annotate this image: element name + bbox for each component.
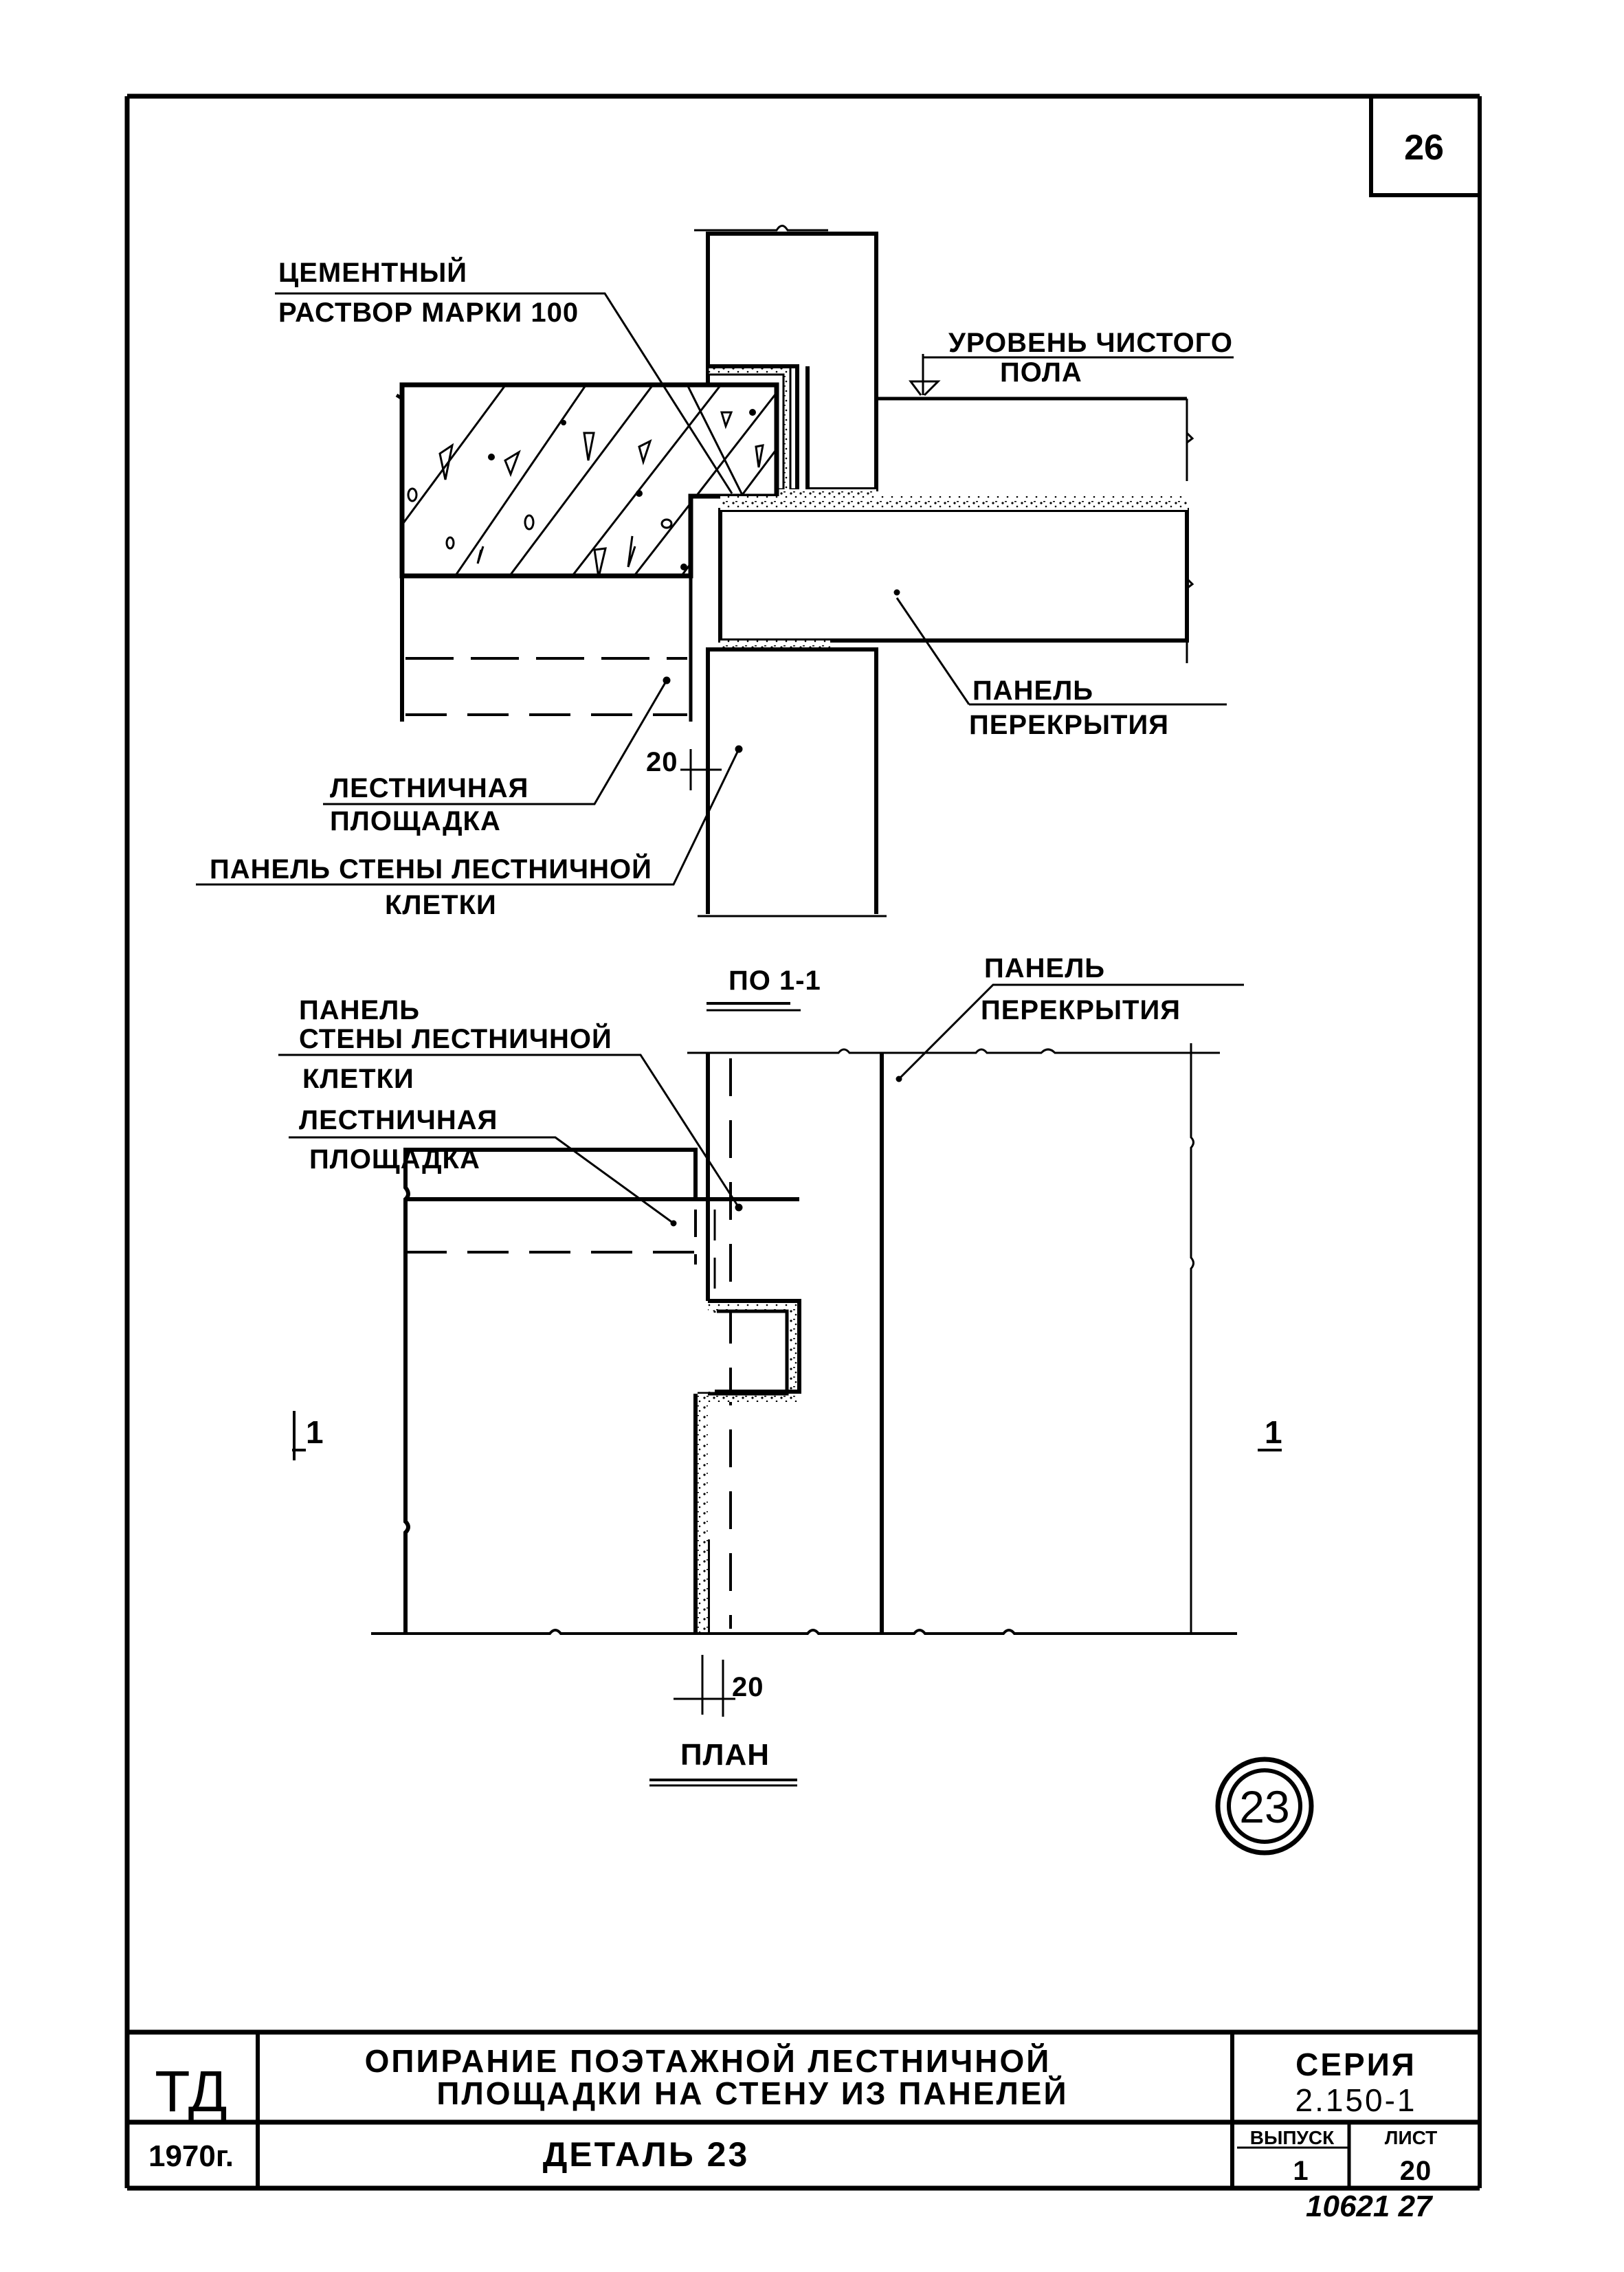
plan-view: [278, 983, 1282, 1717]
section-labels: ЦЕМЕНТНЫЙ РАСТВОР МАРКИ 100 УРОВЕНЬ ЧИСТ…: [210, 256, 1233, 1012]
section-mark-left-label: 1: [306, 1414, 324, 1450]
sheet-label: ЛИСТ: [1385, 2127, 1437, 2148]
section-view: [196, 225, 1234, 917]
series-label: СЕРИЯ: [1295, 2047, 1416, 2082]
leader-lines-plan: [278, 983, 1244, 1225]
section-mark-right-label: 1: [1265, 1414, 1283, 1450]
detail-marker-number: 23: [1239, 1781, 1289, 1832]
title-block-text: ТД 1970г. ОПИРАНИЕ ПОЭТАЖНОЙ ЛЕСТНИЧНОЙ …: [148, 2043, 1437, 2223]
label-wall-panel-1: ПАНЕЛЬ СТЕНЫ ЛЕСТНИЧНОЙ: [210, 853, 652, 884]
detail-title: ДЕТАЛЬ 23: [543, 2135, 750, 2174]
plan-label-wall-panel-1: ПАНЕЛЬ: [299, 995, 420, 1025]
label-floor-level-2: ПОЛА: [1000, 357, 1082, 388]
dimension-20-section: [680, 749, 722, 790]
label-cement-mortar-1: ЦЕМЕНТНЫЙ: [278, 256, 467, 288]
dimension-value-plan: 20: [732, 1672, 764, 1702]
plan-label-floor-panel-2: ПЕРЕКРЫТИЯ: [981, 995, 1181, 1025]
plan-label-wall-panel-2: СТЕНЫ ЛЕСТНИЧНОЙ: [299, 1023, 612, 1054]
sheet-value: 20: [1400, 2156, 1432, 2186]
leader-lines-section: [196, 292, 1227, 886]
drawing-title-line1: ОПИРАНИЕ ПОЭТАЖНОЙ ЛЕСТНИЧНОЙ: [365, 2043, 1052, 2079]
upper-wall-panel: [694, 225, 878, 491]
plan-mortar-pocket: [693, 1299, 801, 1632]
dimension-20-plan: [674, 1655, 735, 1717]
detail-marker: 23: [1215, 1757, 1314, 1856]
page-number-box: 26: [1369, 96, 1480, 197]
label-floor-level-1: УРОВЕНЬ ЧИСТОГО: [948, 328, 1233, 358]
plan-label-wall-panel-3: КЛЕТКИ: [302, 1064, 414, 1094]
archive-number: 10621 27: [1306, 2190, 1434, 2223]
plan-caption: ПЛАН: [680, 1738, 770, 1772]
label-landing-2: ПЛОЩАДКА: [330, 806, 501, 836]
lower-wall-panel: [698, 647, 887, 917]
year: 1970г.: [148, 2139, 234, 2173]
plan-label-floor-panel-1: ПАНЕЛЬ: [984, 953, 1105, 983]
label-wall-panel-2: КЛЕТКИ: [385, 890, 497, 920]
issue-label: ВЫПУСК: [1250, 2127, 1335, 2148]
sheet-frame: [124, 93, 1482, 2191]
dimension-value-section: 20: [646, 747, 678, 777]
section-caption: ПО 1-1: [728, 966, 821, 996]
issue-value: 1: [1293, 2156, 1309, 2186]
label-floor-panel-2: ПЕРЕКРЫТИЯ: [969, 710, 1169, 740]
floor-level-marker: [909, 354, 1234, 397]
landing-slab-section: [395, 382, 779, 722]
label-floor-panel-1: ПАНЕЛЬ: [972, 676, 1093, 706]
plan-floor-slab: [896, 1043, 1194, 1632]
drawing-title-line2: ПЛОЩАДКИ НА СТЕНУ ИЗ ПАНЕЛЕЙ: [436, 2075, 1068, 2111]
floor-slab-section: [718, 397, 1194, 663]
label-landing-1: ЛЕСТНИЧНАЯ: [330, 773, 529, 803]
series-value: 2.150-1: [1295, 2082, 1416, 2118]
page-number: 26: [1404, 128, 1444, 168]
plan-labels: ПАНЕЛЬ СТЕНЫ ЛЕСТНИЧНОЙ КЛЕТКИ ЛЕСТНИЧНА…: [299, 953, 1283, 1787]
plan-label-landing-2: ПЛОЩАДКА: [309, 1144, 480, 1174]
label-cement-mortar-2: РАСТВОР МАРКИ 100: [278, 298, 579, 328]
plan-label-landing-1: ЛЕСТНИЧНАЯ: [299, 1105, 498, 1135]
section-mark-left: [292, 1411, 306, 1460]
title-block: [127, 2029, 1480, 2188]
org-code: ТД: [155, 2059, 227, 2124]
